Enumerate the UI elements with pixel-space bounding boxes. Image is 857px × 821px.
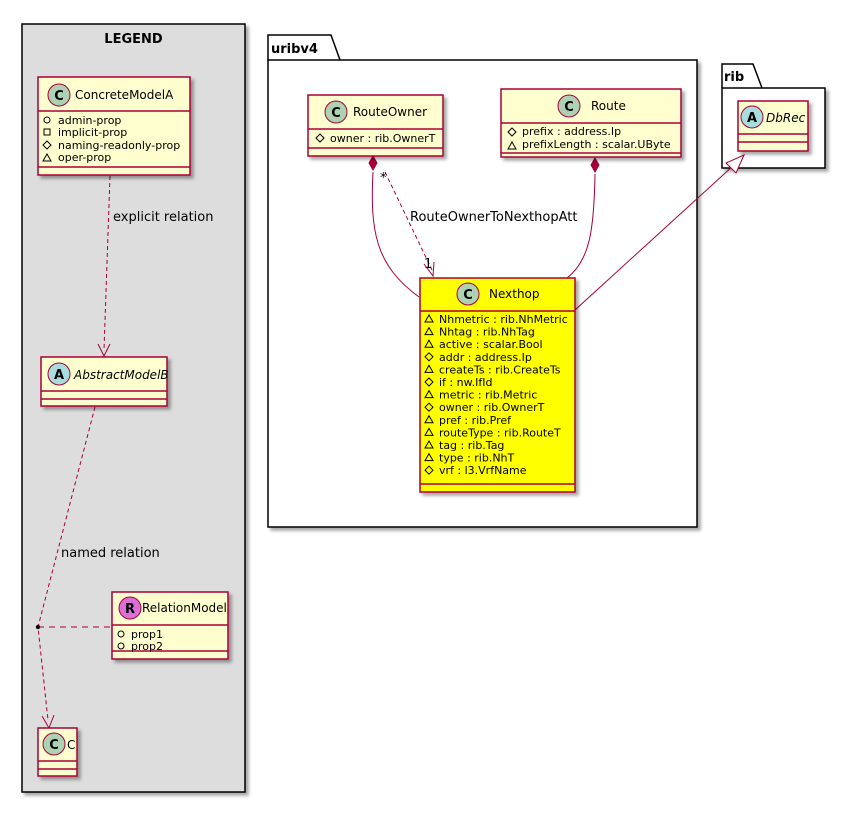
nexthop-prop: routeType : rib.RouteT (439, 426, 561, 439)
public-icon (117, 642, 125, 650)
concrete-model-a-class: C ConcreteModelA admin-prop implicit-pro… (37, 76, 191, 176)
protected-icon (315, 133, 325, 143)
nexthop-prop: active : scalar.Bool (439, 338, 543, 351)
svg-text:C: C (463, 288, 473, 303)
route-owner-to-nexthop-label: RouteOwnerToNexthopAtt (410, 210, 577, 225)
nexthop-prop: createTs : rib.CreateTs (439, 363, 561, 376)
abstract-model-b-name: AbstractModelB (73, 368, 169, 382)
class-c-icon (557, 94, 581, 118)
target-multiplicity: 1 (424, 257, 432, 272)
relation-model-class: R RelationModel prop1 prop2 (111, 591, 229, 660)
package-icon (507, 140, 517, 150)
uribv4-relations (371, 164, 735, 311)
route-owner-class: C RouteOwner owner : rib.OwnerT (307, 94, 444, 157)
prop-implicit: implicit-prop (58, 126, 127, 139)
prop-oper: oper-prop (58, 151, 111, 164)
nexthop-prop: type : rib.NhT (439, 452, 515, 465)
class-c-icon (47, 83, 71, 107)
abstract-model-b-class: A AbstractModelB (40, 356, 169, 407)
package-icon (424, 339, 434, 348)
protected-icon (424, 402, 434, 412)
concrete-model-a-props: admin-prop implicit-prop naming-readonly… (42, 114, 180, 164)
public-icon (117, 630, 125, 638)
package-icon (424, 326, 434, 336)
nexthop-prop: metric : rib.Metric (439, 389, 537, 402)
class-c-icon (324, 100, 348, 124)
route-composition-edge (566, 173, 596, 279)
protected-icon (424, 352, 434, 362)
route-prop-prefix: prefix : address.Ip (522, 125, 621, 138)
svg-text:A: A (747, 111, 757, 126)
nexthop-prop: owner : rib.OwnerT (439, 401, 545, 414)
prop-admin: admin-prop (58, 114, 121, 127)
uribv4-package-name: uribv4 (271, 42, 318, 57)
nexthop-prop: addr : address.Ip (439, 351, 532, 364)
route-owner-name: RouteOwner (353, 105, 427, 119)
package-icon (424, 427, 434, 436)
svg-text:C: C (564, 100, 574, 115)
svg-text:C: C (54, 89, 64, 104)
dbrec-name: DbRec (766, 111, 806, 125)
route-composition-diamond (590, 156, 600, 174)
concrete-model-a-name: ConcreteModelA (75, 88, 174, 102)
protected-icon (424, 465, 434, 475)
inheritance-triangle (725, 154, 745, 174)
svg-text:C: C (331, 106, 341, 121)
protected-icon (424, 377, 434, 387)
svg-text:C: C (49, 738, 59, 753)
nexthop-prop: if : nw.IfId (439, 376, 492, 389)
route-class: C Route prefix : address.Ip prefixLength… (500, 88, 682, 158)
route-owner-composition-diamond (368, 154, 378, 172)
prop-prop2: prop2 (131, 640, 163, 653)
svg-text:A: A (54, 368, 64, 383)
nexthop-name: Nexthop (489, 287, 540, 301)
c-name: C (67, 738, 75, 752)
prop-naming-readonly: naming-readonly-prop (58, 139, 180, 152)
class-a-icon (740, 105, 764, 129)
class-c-icon (456, 282, 480, 306)
nexthop-inherits-dbrec-edge (574, 164, 735, 311)
explicit-relation-edge (103, 175, 111, 351)
public-icon (43, 116, 51, 124)
nexthop-prop: tag : rib.Tag (439, 439, 504, 452)
rib-package-name: rib (724, 70, 744, 85)
route-prop-prefix-length: prefixLength : scalar.UByte (522, 138, 671, 151)
dbrec-class: A DbRec (737, 100, 809, 152)
nexthop-prop: Nhtag : rib.NhTag (439, 326, 535, 339)
relation-model-name: RelationModel (142, 601, 227, 615)
private-icon (43, 128, 51, 136)
class-c-icon (42, 732, 66, 756)
class-a-icon (47, 362, 71, 386)
nexthop-prop: vrf : l3.VrfName (439, 464, 527, 477)
route-owner-prop-owner: owner : rib.OwnerT (330, 132, 436, 145)
package-icon (42, 152, 52, 162)
nexthop-prop: Nhmetric : rib.NhMetric (439, 313, 568, 326)
package-icon (424, 389, 434, 399)
package-icon (424, 313, 434, 323)
prop-prop1: prop1 (131, 628, 163, 641)
legend-title: LEGEND (104, 32, 163, 47)
class-r-icon (118, 596, 142, 620)
route-owner-composition-edge (371, 171, 420, 298)
nexthop-prop: pref : rib.Pref (439, 414, 512, 427)
package-icon (424, 452, 434, 462)
named-relation-label: named relation (61, 546, 160, 561)
source-multiplicity: * (380, 171, 387, 186)
svg-text:R: R (125, 602, 135, 617)
package-icon (424, 364, 434, 373)
protected-icon (42, 140, 52, 150)
route-owner-to-nexthop-arrowhead (423, 261, 435, 278)
package-icon (424, 414, 434, 424)
c-class: C C (37, 727, 78, 777)
package-icon (424, 439, 434, 449)
protected-icon (507, 127, 517, 137)
relation-junction (35, 624, 41, 630)
route-name: Route (591, 99, 626, 113)
explicit-relation-label: explicit relation (113, 210, 213, 225)
explicit-relation-arrowhead (97, 343, 111, 358)
